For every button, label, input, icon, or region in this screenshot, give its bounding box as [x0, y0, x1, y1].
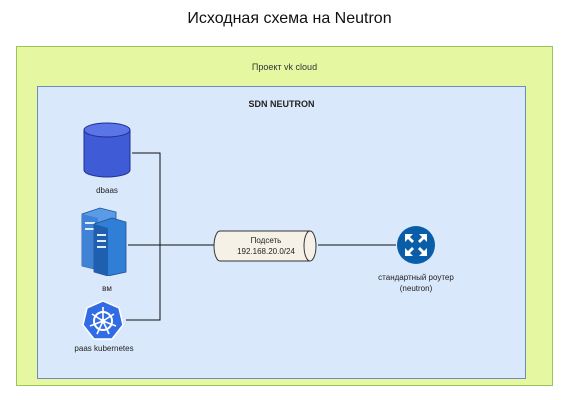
kubernetes-icon	[82, 300, 124, 340]
router-type: (neutron)	[399, 284, 433, 293]
subnet-name: Подсеть	[250, 236, 282, 245]
database-icon	[83, 122, 131, 178]
router-name: стандартный роутер	[378, 273, 454, 282]
subnet-shape	[213, 230, 317, 262]
server-icon	[81, 207, 127, 276]
vm-label: вм	[102, 284, 112, 293]
router-icon	[397, 226, 435, 264]
subnet-cidr: 192.168.20.0/24	[237, 247, 295, 256]
diagram-title: Исходная схема на Neutron	[187, 10, 392, 27]
sdn-label: SDN NEUTRON	[248, 99, 315, 109]
dbaas-link	[132, 152, 161, 245]
k8s-link	[126, 245, 161, 321]
project-label: Проект vk cloud	[251, 62, 318, 72]
dbaas-label: dbaas	[96, 186, 118, 195]
k8s-label: paas kubernetes	[74, 344, 134, 353]
